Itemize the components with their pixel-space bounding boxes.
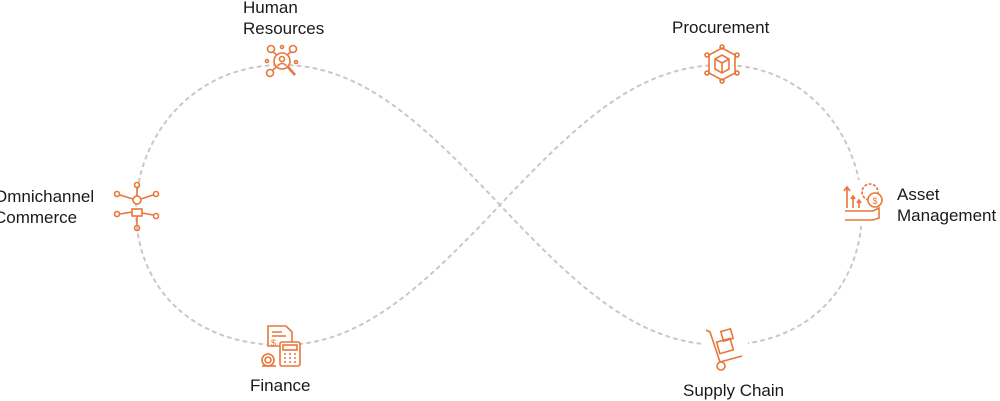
label-line: Procurement <box>672 18 770 37</box>
gear-coin-growth-icon: $ <box>843 180 891 226</box>
label-line: Human <box>243 0 298 17</box>
box-network-icon <box>704 44 740 84</box>
calculator-document-icon: $ <box>261 325 301 367</box>
svg-text:$: $ <box>873 196 878 206</box>
label-line: Supply Chain <box>683 381 785 400</box>
node-label-asset-management: Asset Management <box>897 184 996 226</box>
label-line: Omnichannel <box>0 187 95 206</box>
label-line: Asset <box>897 185 940 204</box>
people-search-icon <box>264 44 299 78</box>
label-line: Commerce <box>0 208 78 227</box>
node-label-human-resources: Human Resources <box>243 0 324 39</box>
hand-truck-icon <box>702 326 748 372</box>
node-label-supply-chain: Supply Chain <box>683 380 784 401</box>
label-line: Finance <box>250 376 311 395</box>
node-label-procurement: Procurement <box>672 17 769 38</box>
label-line: Management <box>897 206 997 225</box>
hub-network-icon <box>113 181 160 232</box>
node-label-omnichannel-commerce: Omnichannel Commerce <box>0 186 94 228</box>
node-label-finance: Finance <box>250 375 310 396</box>
label-line: Resources <box>243 19 325 38</box>
svg-text:$: $ <box>271 338 276 348</box>
